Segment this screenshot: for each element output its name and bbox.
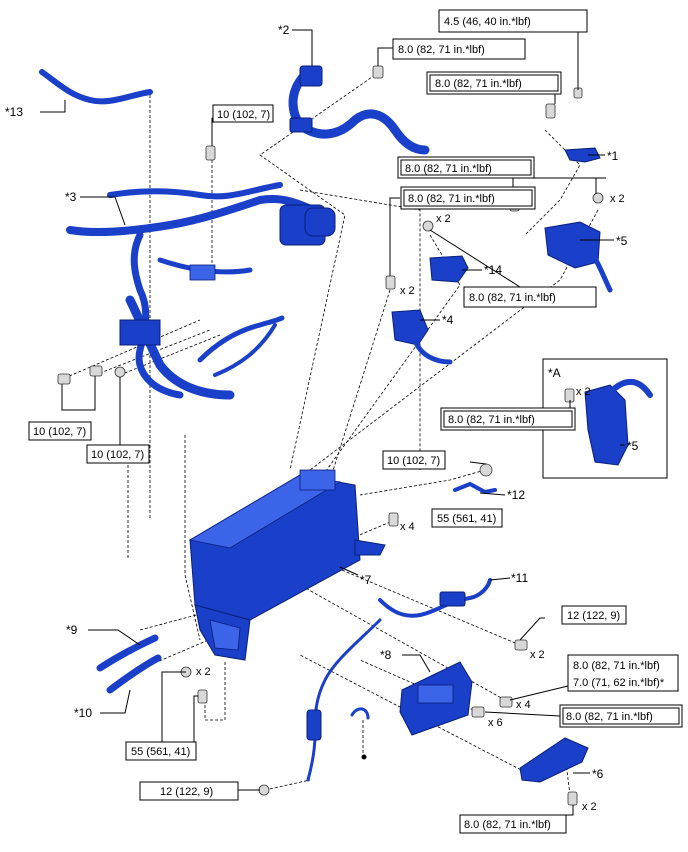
qty-9: x 2	[196, 666, 211, 678]
part-7-inverter	[188, 469, 386, 661]
part-5-bracket	[544, 221, 613, 293]
torque-box-8-8-inner	[562, 707, 680, 725]
torque-box-8-mid-outer	[397, 156, 535, 179]
qty-8b: x 6	[488, 717, 503, 729]
torque-box-8-8-outer	[559, 704, 683, 728]
part-9-hose	[96, 634, 159, 672]
torque-label-55-left: 55 (561, 41)	[131, 746, 190, 758]
torque-label-stack1: 8.0 (82, 71 in.*lbf)	[573, 660, 660, 672]
torque-box-8-left4-outer	[400, 186, 536, 210]
callout-12: *12	[507, 488, 525, 502]
torque-label-8-top: 8.0 (82, 71 in.*lbf)	[398, 44, 485, 56]
qty-14: x 2	[436, 213, 451, 225]
callout-10: *10	[74, 706, 92, 720]
torque-box-8-bottom	[459, 814, 567, 834]
torque-label-10-12: 10 (102, 7)	[387, 455, 440, 467]
part-clip	[350, 707, 370, 720]
torque-box-12-right	[561, 605, 627, 625]
torque-box-8-a-outer	[440, 407, 576, 431]
torque-box-12-bottom	[139, 781, 239, 801]
part-1-bracket	[564, 147, 601, 163]
torque-label-4-5: 4.5 (46, 40 in.*lbf)	[444, 16, 531, 28]
torque-label-8-a: 8.0 (82, 71 in.*lbf)	[448, 414, 535, 426]
torque-label-55-right: 55 (561, 41)	[437, 513, 496, 525]
callout-1: *1	[607, 149, 619, 163]
torque-label-8-right1: 8.0 (82, 71 in.*lbf)	[435, 78, 522, 90]
torque-box-8-mid-inner	[400, 159, 532, 176]
callout-5: *5	[616, 234, 628, 248]
callout-9: *9	[66, 623, 78, 637]
torque-box-10-left2	[86, 444, 150, 464]
part-5-detail	[584, 378, 653, 466]
torque-label-10-top: 10 (102, 7)	[217, 109, 270, 121]
part-11-cable	[378, 578, 492, 618]
qty-a: x 2	[576, 386, 591, 398]
torque-box-8-left4-inner	[403, 189, 533, 207]
callout-a: *A	[548, 366, 561, 380]
qty-11: x 2	[530, 649, 545, 661]
torque-label-12-right: 12 (122, 9)	[567, 610, 620, 622]
part-6-cover	[519, 737, 589, 783]
part-2-cable	[288, 65, 430, 155]
part-3-wire-harness	[66, 182, 336, 400]
torque-box-8-14	[463, 286, 597, 308]
torque-box-55-left	[125, 741, 197, 761]
reference-dot	[361, 754, 367, 760]
callout-7: *7	[360, 573, 372, 587]
torque-box-10-top	[212, 104, 274, 123]
callout-8: *8	[380, 648, 392, 662]
torque-label-8-bottom: 8.0 (82, 71 in.*lbf)	[464, 819, 551, 831]
part-cable-long	[306, 618, 382, 782]
torque-label-10-left1: 10 (102, 7)	[33, 426, 86, 438]
torque-box-10-12	[382, 450, 446, 470]
torque-label-8-14: 8.0 (82, 71 in.*lbf)	[469, 292, 556, 304]
torque-box-10-left1	[28, 421, 92, 441]
part-14-bracket	[429, 255, 469, 283]
assembly-dashed-lines	[59, 74, 599, 796]
part-13-hose	[39, 69, 153, 105]
part-cable-connector	[306, 709, 322, 741]
torque-label-8-left4: 8.0 (82, 71 in.*lbf)	[408, 193, 495, 205]
torque-box-8-a-inner	[443, 410, 573, 428]
qty-6: x 2	[582, 801, 597, 813]
qty-7: x 4	[400, 521, 415, 533]
torque-label-8-8: 8.0 (82, 71 in.*lbf)	[566, 711, 653, 723]
callout-4: *4	[442, 313, 454, 327]
torque-box-8-right1-inner	[429, 74, 559, 92]
callout-14: *14	[484, 263, 502, 277]
callout-13: *13	[5, 105, 23, 119]
callout-3: *3	[65, 190, 77, 204]
torque-label-12-bottom: 12 (122, 9)	[160, 786, 213, 798]
callout-11: *11	[511, 571, 528, 585]
torque-box-55-right	[431, 508, 503, 528]
torque-box-stack	[567, 654, 679, 692]
callout-2: *2	[278, 23, 290, 37]
torque-box-8-top	[392, 38, 526, 60]
callout-6: *6	[592, 767, 604, 781]
leader-lines	[40, 29, 625, 816]
torque-label-8-mid: 8.0 (82, 71 in.*lbf)	[405, 163, 492, 175]
part-4-sensor	[391, 309, 453, 365]
qty-5: x 2	[610, 193, 625, 205]
torque-label-stack2: 7.0 (71, 62 in.*lbf)*	[573, 677, 665, 689]
qty-4: x 2	[400, 285, 415, 297]
part-12-bracket	[453, 481, 497, 495]
torque-label-10-left2: 10 (102, 7)	[91, 449, 144, 461]
part-8-connector	[399, 661, 473, 736]
torque-box-4-5	[438, 9, 588, 33]
torque-box-8-right1-outer	[426, 71, 562, 95]
part-10-hose	[106, 654, 162, 694]
qty-8a: x 4	[516, 699, 531, 711]
callout-5-detail: *5	[627, 439, 639, 453]
